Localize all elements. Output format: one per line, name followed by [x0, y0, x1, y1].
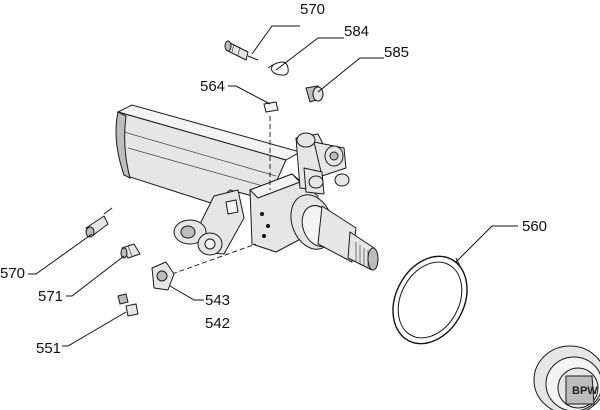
part-543-clamp — [151, 261, 175, 291]
callout-551: 551 — [36, 340, 61, 357]
part-551-bolts — [117, 293, 139, 317]
part-571-sleeve — [120, 243, 141, 259]
axle-beam-housing — [115, 104, 302, 205]
part-584-spring-clip — [267, 61, 289, 76]
leader-lines — [28, 25, 518, 347]
hub-cap: BPW — [533, 345, 600, 410]
svg-text:BPW: BPW — [572, 385, 598, 397]
callout-570-top: 570 — [300, 1, 325, 18]
callout-543: 543 — [205, 292, 230, 309]
callout-570-left: 570 — [0, 265, 25, 282]
part-564-plate — [263, 101, 279, 113]
callout-560: 560 — [522, 218, 547, 235]
callout-564: 564 — [200, 78, 225, 95]
assembly-guide-lines — [171, 116, 271, 275]
callout-585: 585 — [384, 44, 409, 61]
shock-absorber-bracket — [295, 132, 350, 195]
brake-lever-arm — [173, 189, 245, 256]
part-560-ring — [392, 255, 468, 345]
callout-571: 571 — [38, 288, 63, 305]
part-585-cap-nut — [305, 85, 324, 103]
part-570-pin-left — [85, 207, 113, 238]
part-570-pin-top — [224, 40, 259, 61]
callout-542: 542 — [205, 315, 230, 332]
callout-584: 584 — [344, 23, 369, 40]
